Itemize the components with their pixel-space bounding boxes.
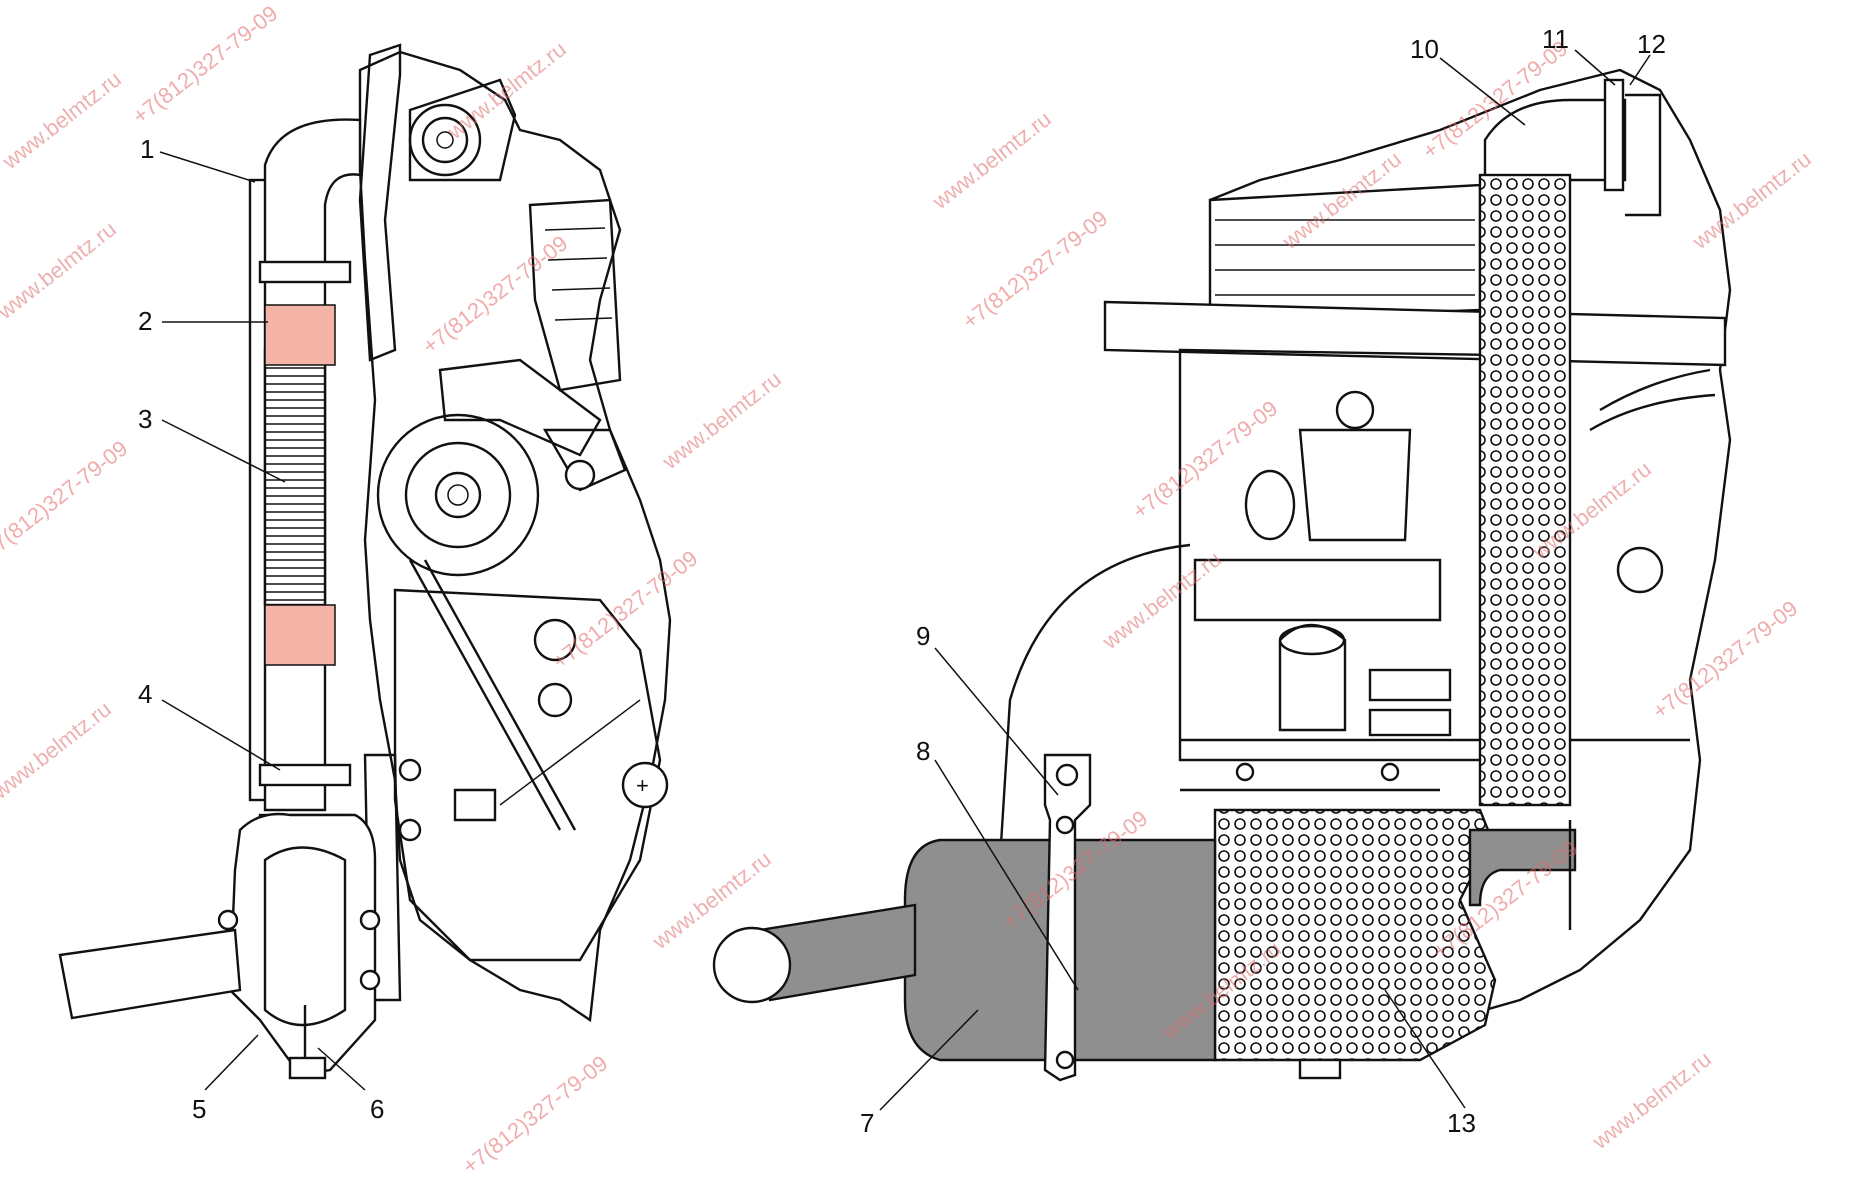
watermark-url: www.belmtz.ru	[0, 696, 116, 804]
watermark-phone: +7(812)327-79-09	[1648, 595, 1803, 724]
callout-13: 13	[1447, 1108, 1476, 1138]
watermark-url: www.belmtz.ru	[927, 106, 1056, 214]
watermark-url: www.belmtz.ru	[1277, 146, 1406, 254]
watermark-url: www.belmtz.ru	[1587, 1046, 1716, 1154]
callout-4: 4	[138, 679, 152, 709]
watermark-phone: +7(812)327-79-09	[458, 1050, 613, 1177]
left-engine-outline	[358, 50, 672, 1023]
pulley	[376, 413, 540, 577]
watermark-url: www.belmtz.ru	[657, 366, 786, 474]
watermark-url: www.belmtz.ru	[0, 66, 126, 174]
callout-5: 5	[192, 1094, 206, 1124]
callout-1: 1	[140, 134, 154, 164]
watermark-url: www.belmtz.ru	[0, 216, 121, 324]
clamp-upper-highlight	[264, 304, 336, 366]
lower-outlet-flange	[228, 812, 377, 1077]
corrugated-section	[263, 348, 327, 607]
callout-3: 3	[138, 404, 152, 434]
vertical-perforated-shield	[1478, 78, 1662, 807]
clamp-lower-highlight	[264, 604, 336, 666]
watermark-phone: +7(812)327-79-09	[0, 435, 132, 564]
callouts: 1 2 3 4 5 6 7 8 9 10 11 12 13	[138, 24, 1666, 1138]
callout-12: 12	[1637, 29, 1666, 59]
watermark-phone: +7(812)327-79-09	[128, 0, 283, 129]
watermark-phone: +7(812)327-79-09	[1418, 35, 1573, 164]
callout-11: 11	[1542, 24, 1569, 54]
callout-8: 8	[916, 736, 930, 766]
right-view	[712, 68, 1732, 1082]
callout-9: 9	[916, 621, 930, 651]
callout-2: 2	[138, 306, 152, 336]
muffler-bracket	[1043, 753, 1092, 1082]
watermark-phone: +7(812)327-79-09	[548, 545, 703, 674]
turbocharger	[358, 43, 517, 362]
watermark-url: www.belmtz.ru	[1687, 146, 1816, 254]
watermark-phone: +7(812)327-79-09	[1128, 395, 1283, 524]
watermark-url: www.belmtz.ru	[1097, 546, 1226, 654]
callout-7: 7	[860, 1108, 874, 1138]
exhaust-stub	[58, 928, 242, 1020]
fuel-filter	[1244, 390, 1412, 732]
svg-text:+: +	[636, 773, 649, 798]
watermark-phone: +7(812)327-79-09	[958, 205, 1113, 334]
left-view: +	[58, 43, 672, 1080]
watermark-url: www.belmtz.ru	[442, 36, 571, 144]
callout-10: 10	[1410, 34, 1439, 64]
watermark-phone: +7(812)327-79-09	[418, 230, 573, 359]
leader-lines	[159, 49, 1651, 1111]
callout-6: 6	[370, 1094, 384, 1124]
